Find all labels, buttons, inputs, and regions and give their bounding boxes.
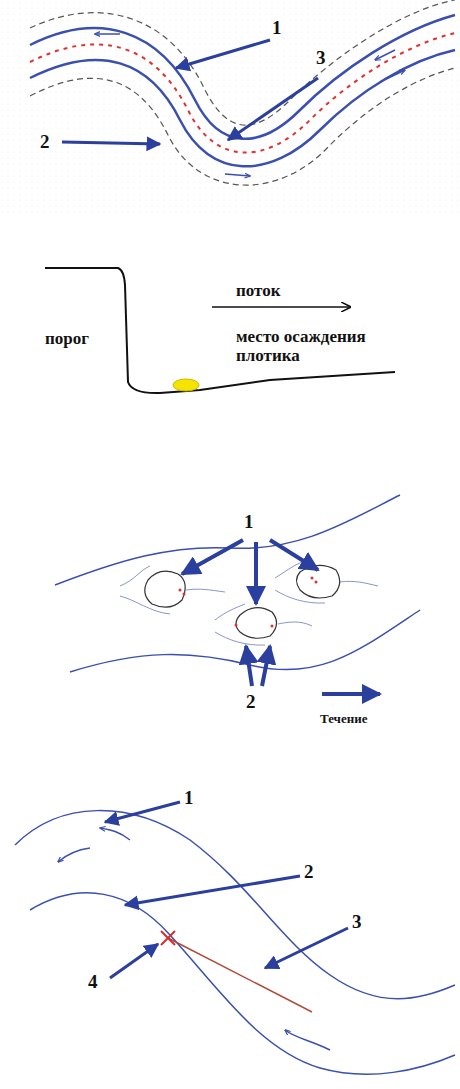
callout-number: 3 <box>316 48 326 67</box>
callout-number: 1 <box>272 18 282 37</box>
callout-number: 4 <box>88 972 98 991</box>
region-label: порог <box>45 330 89 347</box>
islands-panel <box>55 495 420 694</box>
callout-number: 1 <box>244 512 254 531</box>
callout-number: 2 <box>40 132 50 151</box>
callout-number: 1 <box>184 788 194 807</box>
flow-label: поток <box>236 282 281 299</box>
cutoff-panel <box>15 802 455 1074</box>
callout-number: 2 <box>304 862 314 881</box>
deposit-label: плотика <box>236 347 300 364</box>
flow-label: Течение <box>320 712 367 725</box>
callout-number: 2 <box>246 692 256 711</box>
threshold-panel <box>45 268 395 393</box>
meander-panel <box>0 0 460 215</box>
deposit-label: место осаждения <box>236 328 366 345</box>
callout-number: 3 <box>352 912 362 931</box>
